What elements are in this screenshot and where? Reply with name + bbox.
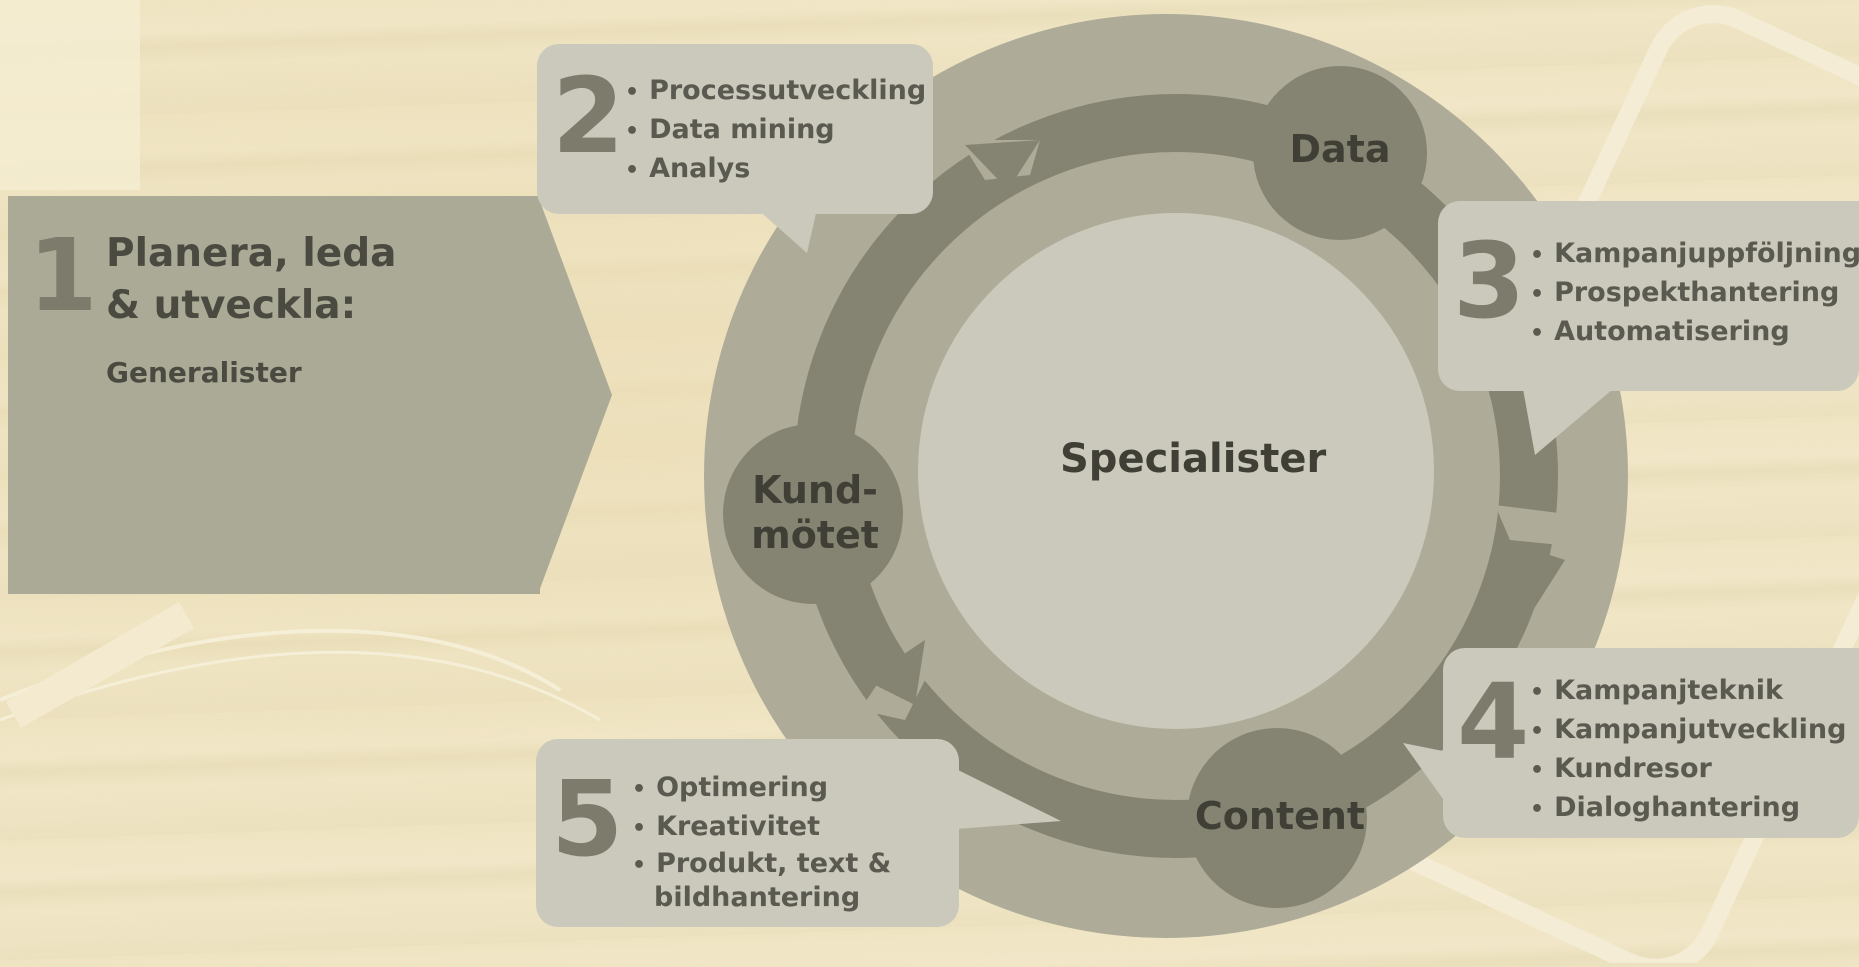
step-3-number: 3: [1453, 220, 1526, 342]
list-item: Kampanjteknik: [1530, 672, 1846, 711]
step-4-list: Kampanjteknik Kampanjutveckling Kundreso…: [1530, 672, 1846, 828]
node-kundmotet-line1: Kund-: [752, 468, 878, 512]
inner-circle: [918, 213, 1434, 729]
bubble-2-tail: [757, 209, 817, 253]
node-kundmotet-line2: mötet: [751, 513, 879, 557]
list-item-continuation: bildhantering: [654, 882, 861, 913]
step-2-number: 2: [552, 55, 625, 177]
step-1-subtitle: Generalister: [106, 356, 302, 389]
bubble-step-5: 5 Optimering Kreativitet Produkt, text &…: [536, 739, 1061, 927]
step-1-title-line1: Planera, leda: [106, 231, 397, 276]
node-content-label: Content: [1194, 794, 1366, 838]
bubble-step-2: 2 Processutveckling Data mining Analys: [537, 44, 933, 253]
node-data-label: Data: [1289, 127, 1391, 171]
arrow-gap-right: [1495, 505, 1575, 545]
panel-step-1-arrow: [538, 196, 612, 594]
step-4-number: 4: [1457, 661, 1530, 783]
node-kundmotet-label: Kund- mötet: [740, 468, 890, 558]
list-item: Produkt, text &: [632, 847, 891, 883]
bubble-3-tail: [1523, 389, 1613, 455]
step-1-title-line2: & utveckla:: [106, 283, 357, 328]
list-item: Processutveckling: [625, 72, 926, 111]
arrow-head-right: [1505, 540, 1565, 615]
step-3-list: Kampanjuppföljning Prospekthantering Aut…: [1530, 235, 1859, 352]
list-item: Optimering: [632, 769, 891, 808]
list-item: Kampanjuppföljning: [1530, 235, 1859, 274]
list-item: Dialoghantering: [1530, 789, 1846, 828]
step-5-number: 5: [551, 758, 624, 880]
list-item: Prospekthantering: [1530, 274, 1859, 313]
panel-step-1: [8, 196, 540, 594]
list-item: Data mining: [625, 111, 926, 150]
step-2-list: Processutveckling Data mining Analys: [625, 72, 926, 189]
node-kundmotet: [723, 424, 903, 604]
bubble-step-4: 4 Kampanjteknik Kampanjutveckling Kundre…: [1403, 648, 1859, 838]
list-item: Kampanjutveckling: [1530, 711, 1846, 750]
list-item: Kreativitet: [632, 808, 891, 847]
list-item: Kundresor: [1530, 750, 1846, 789]
bubble-4-tail: [1403, 743, 1453, 813]
bubble-step-3: 3 Kampanjuppföljning Prospekthantering A…: [1438, 201, 1859, 455]
list-item: Analys: [625, 150, 926, 189]
arrow-head-left: [865, 640, 925, 705]
arrow-head-top: [965, 140, 1040, 190]
node-content: [1187, 728, 1367, 908]
bubble-5-tail: [956, 769, 1061, 829]
list-item: Automatisering: [1530, 313, 1859, 352]
step-5-list: Optimering Kreativitet Produkt, text & b…: [632, 769, 891, 915]
step-1-number: 1: [28, 217, 98, 334]
node-data: [1253, 66, 1427, 240]
center-label: Specialister: [1060, 436, 1327, 482]
step-1-title: Planera, leda & utveckla:: [106, 228, 426, 332]
